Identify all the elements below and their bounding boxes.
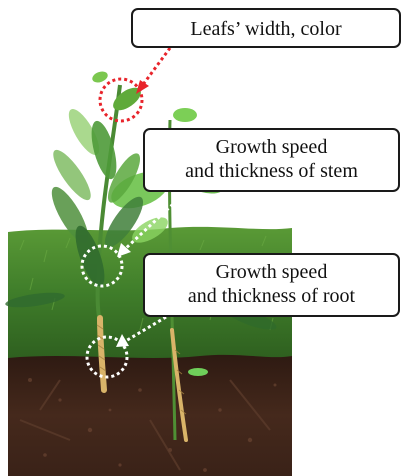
- stem-callout-line1: Growth speed: [145, 135, 398, 159]
- leaf-pointer-arrow: [136, 48, 170, 94]
- leaf-callout: Leafs’ width, color: [131, 8, 401, 48]
- root-callout-line2: and thickness of root: [145, 284, 398, 308]
- stem-callout-line2: and thickness of stem: [145, 159, 398, 183]
- root-callout-line1: Growth speed: [145, 260, 398, 284]
- leaf-callout-text: Leafs’ width, color: [133, 17, 399, 41]
- soil-layer: [8, 355, 292, 476]
- root-callout: Growth speed and thickness of root: [143, 253, 400, 317]
- stem-callout: Growth speed and thickness of stem: [143, 128, 400, 192]
